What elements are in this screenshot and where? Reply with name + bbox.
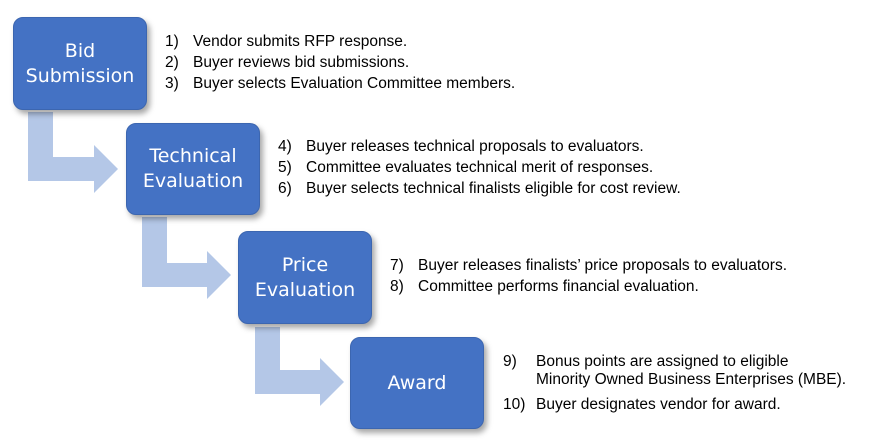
step-item: 1) Vendor submits RFP response. [165, 31, 515, 52]
step-item: 6) Buyer selects technical finalists elig… [278, 178, 681, 199]
step-number: 8) [390, 278, 404, 295]
step-number: 2) [165, 54, 179, 71]
stage-label: Price Evaluation [254, 253, 356, 301]
stage-label: Bid Submission [25, 39, 135, 87]
step-text: Committee performs financial evaluation. [418, 278, 699, 295]
connector-arrow-3 [255, 327, 344, 406]
stage-label: Technical Evaluation [142, 145, 244, 192]
step-number: 4) [278, 138, 292, 155]
step-item: 8) Committee performs financial evaluatio… [390, 276, 787, 297]
stage-technical-evaluation: Technical Evaluation [126, 123, 260, 215]
step-number: 3) [165, 75, 179, 92]
step-text: Buyer releases finalists’ price proposal… [418, 257, 788, 274]
steps-list-technical-evaluation: 4) Buyer releases technical proposals to … [278, 136, 681, 199]
step-item: 9) Bonus points are assigned to eligible … [503, 353, 846, 389]
step-item: 7) Buyer releases finalists’ price propos… [390, 255, 787, 276]
step-text: Vendor submits RFP response. [193, 33, 408, 50]
stage-award: Award [350, 337, 484, 429]
step-text: Buyer selects technical finalists eligib… [306, 180, 681, 197]
stage-label: Award [387, 371, 447, 394]
step-text: Committee evaluates technical merit of r… [306, 159, 654, 176]
steps-list-award: 9) Bonus points are assigned to eligible … [503, 353, 846, 414]
steps-list-price-evaluation: 7) Buyer releases finalists’ price propos… [390, 255, 787, 297]
step-number: 7) [390, 257, 404, 274]
step-text: Buyer designates vendor for award. [536, 396, 781, 413]
step-number: 1) [165, 33, 179, 50]
step-number: 10) [503, 396, 526, 413]
step-text: Buyer reviews bid submissions. [193, 54, 410, 71]
step-number: 5) [278, 159, 292, 176]
step-text: Bonus points are assigned to eligible Mi… [536, 353, 847, 388]
stage-bid-submission: Bid Submission [13, 17, 147, 110]
connector-arrow-1 [28, 112, 118, 193]
step-item: 5) Committee evaluates technical merit of… [278, 157, 681, 178]
connector-arrow-2 [142, 217, 231, 299]
step-item: 3) Buyer selects Evaluation Committee mem… [165, 73, 515, 94]
stage-price-evaluation: Price Evaluation [238, 231, 372, 324]
step-text: Buyer selects Evaluation Committee membe… [193, 75, 516, 92]
step-item: 2) Buyer reviews bid submissions. [165, 52, 515, 73]
step-text: Buyer releases technical proposals to ev… [306, 138, 644, 155]
step-item: 4) Buyer releases technical proposals to … [278, 136, 681, 157]
step-item: 10) Buyer designates vendor for award. [503, 396, 846, 414]
steps-list-bid-submission: 1) Vendor submits RFP response. 2) Buyer r… [165, 31, 515, 94]
step-number: 6) [278, 180, 292, 197]
step-number: 9) [503, 353, 517, 370]
